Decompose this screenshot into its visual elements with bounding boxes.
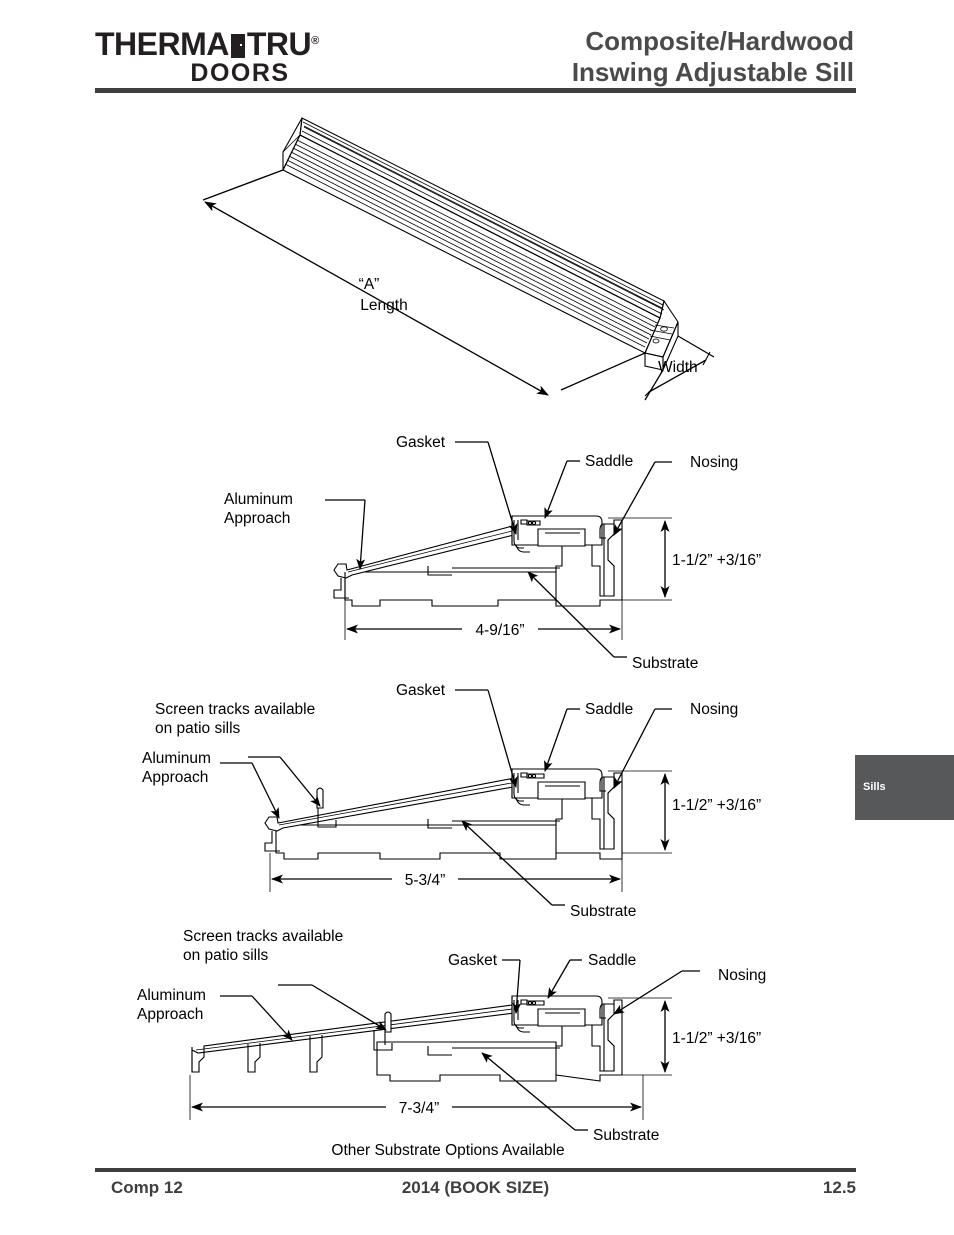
label-screen-tracks-2b: on patio sills: [183, 947, 269, 964]
label-nosing-s2: Nosing: [690, 701, 738, 718]
footer-left-label: Comp 12: [111, 1178, 183, 1197]
page-header: THERMA TRU® DOORS Composite/Hardwood Insw…: [0, 0, 954, 100]
footer-page-number: 12.5: [822, 1178, 856, 1197]
section-5-3-4-annotations: Screen tracks available on patio sills A…: [142, 682, 761, 920]
label-aluminum-approach-2: Approach: [224, 510, 290, 527]
label-screen-tracks-1b: on patio sills: [155, 720, 241, 737]
page-footer: Comp 12 2014 (BOOK SIZE) 12.5: [95, 1178, 856, 1206]
isometric-sill-drawing: “A” Length Width: [202, 117, 715, 401]
dimension-width-4-9-16: 4-9/16”: [475, 622, 524, 639]
footer-divider: [95, 1168, 856, 1172]
label-screen-tracks-2: Screen tracks available: [183, 928, 343, 945]
logo-subtitle: DOORS: [190, 59, 290, 87]
section-4-9-16-drawing: [333, 515, 623, 607]
isometric-length-label-line2: Length: [360, 297, 407, 314]
section-5-3-4-drawing: [264, 768, 623, 860]
label-substrate-s3: Substrate: [593, 1127, 659, 1144]
logo-wordmark: THERMA TRU®: [95, 24, 395, 61]
dimension-height-2: 1-1/2” +3/16”: [672, 797, 761, 814]
label-aluminum-approach-s2b: Approach: [142, 769, 208, 786]
section-7-3-4-annotations: Screen tracks available on patio sills A…: [137, 928, 766, 1159]
section-tab-label: Sills: [863, 781, 886, 793]
header-divider: [95, 88, 856, 93]
label-gasket-s3: Gasket: [448, 952, 498, 969]
isometric-length-label-line1: “A”: [359, 276, 380, 293]
label-nosing: Nosing: [690, 454, 738, 471]
page-title-line1: Composite/Hardwood: [585, 26, 854, 56]
label-gasket-s2: Gasket: [396, 682, 446, 699]
label-saddle: Saddle: [585, 453, 633, 470]
logo-word-tru: TRU: [246, 26, 312, 62]
label-aluminum-approach-s2: Aluminum: [142, 750, 211, 767]
dimension-width-7-3-4: 7-3/4”: [399, 1100, 440, 1117]
page-title-line2: Inswing Adjustable Sill: [571, 57, 854, 87]
section-7-3-4-drawing: [191, 995, 623, 1082]
isometric-width-label: Width: [658, 359, 698, 376]
label-saddle-s2: Saddle: [585, 701, 633, 718]
label-substrate: Substrate: [632, 655, 698, 672]
note-other-substrate: Other Substrate Options Available: [331, 1142, 564, 1159]
section-4-9-16-annotations: Aluminum Approach Gasket Saddle Nosing S…: [224, 434, 761, 672]
therma-tru-logo: THERMA TRU® DOORS: [95, 24, 395, 87]
label-aluminum-approach-s3b: Approach: [137, 1006, 203, 1023]
dimension-height-1: 1-1/2” +3/16”: [672, 552, 761, 569]
registered-mark: ®: [311, 35, 319, 47]
label-saddle-s3: Saddle: [588, 952, 636, 969]
label-screen-tracks-1: Screen tracks available: [155, 701, 315, 718]
door-square-icon: [230, 34, 245, 58]
label-aluminum-approach-s3: Aluminum: [137, 987, 206, 1004]
label-substrate-s2: Substrate: [570, 903, 636, 920]
label-nosing-s3: Nosing: [718, 967, 766, 984]
page-title: Composite/Hardwood Inswing Adjustable Si…: [572, 26, 854, 88]
label-gasket: Gasket: [396, 434, 446, 451]
dimension-height-3: 1-1/2” +3/16”: [672, 1030, 761, 1047]
footer-center-label: 2014 (BOOK SIZE): [401, 1178, 550, 1197]
logo-word-therma: THERMA: [95, 26, 229, 62]
label-aluminum-approach: Aluminum: [224, 491, 293, 508]
section-tab-sills[interactable]: Sills: [855, 755, 954, 820]
dimension-width-5-3-4: 5-3/4”: [405, 872, 446, 889]
